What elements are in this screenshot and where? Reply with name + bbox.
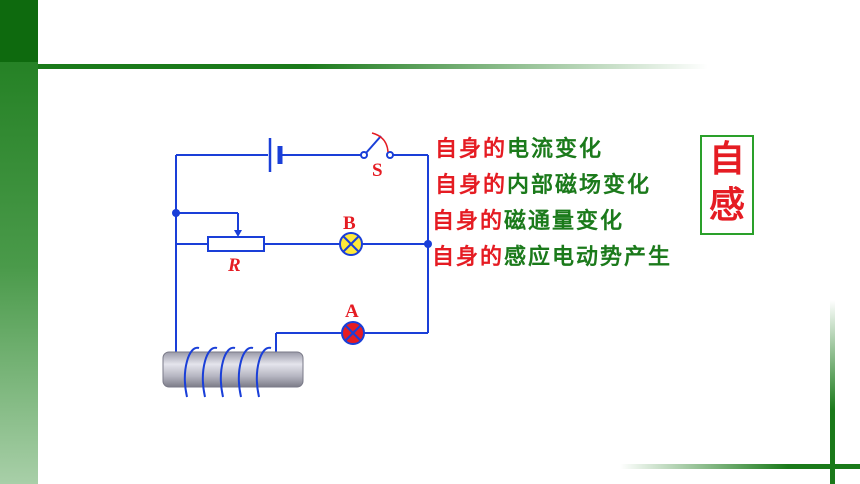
bottom-right-decor-vertical	[830, 300, 835, 484]
junction-dots	[172, 209, 432, 248]
line-4-rest: 感应电动势产生	[504, 245, 673, 270]
box-char-2: 感	[708, 185, 745, 226]
switch-label: S	[372, 160, 383, 181]
box-char-1: 自	[708, 139, 745, 180]
top-left-decor-block	[0, 0, 38, 62]
line-3-rest: 磁通量变化	[504, 209, 625, 234]
circuit-wires	[175, 154, 429, 352]
lamp-b	[339, 232, 363, 256]
inductor-coil	[162, 346, 304, 398]
text-line-3: 自身的磁通量变化	[432, 203, 624, 235]
text-line-4: 自身的感应电动势产生	[432, 239, 672, 271]
line-2-rest: 内部磁场变化	[507, 173, 652, 198]
line-2-prefix: 自身的	[435, 173, 508, 198]
lamp-b-label: B	[343, 213, 356, 234]
switch-s	[360, 132, 394, 159]
line-1-prefix: 自身的	[435, 137, 508, 162]
lamp-a	[341, 321, 365, 345]
self-induction-box: 自 感	[700, 135, 754, 235]
resistor-label: R	[227, 255, 241, 276]
text-line-1: 自身的电流变化	[435, 131, 603, 163]
line-4-prefix: 自身的	[432, 245, 505, 270]
left-decor-bar	[0, 0, 38, 484]
text-line-2: 自身的内部磁场变化	[435, 167, 651, 199]
rheostat-r	[207, 230, 265, 252]
top-divider-line	[38, 64, 708, 69]
line-3-prefix: 自身的	[432, 209, 505, 234]
bottom-right-decor-line	[620, 464, 860, 469]
line-1-rest: 电流变化	[507, 137, 604, 162]
battery	[268, 138, 283, 172]
lamp-a-label: A	[345, 301, 359, 322]
